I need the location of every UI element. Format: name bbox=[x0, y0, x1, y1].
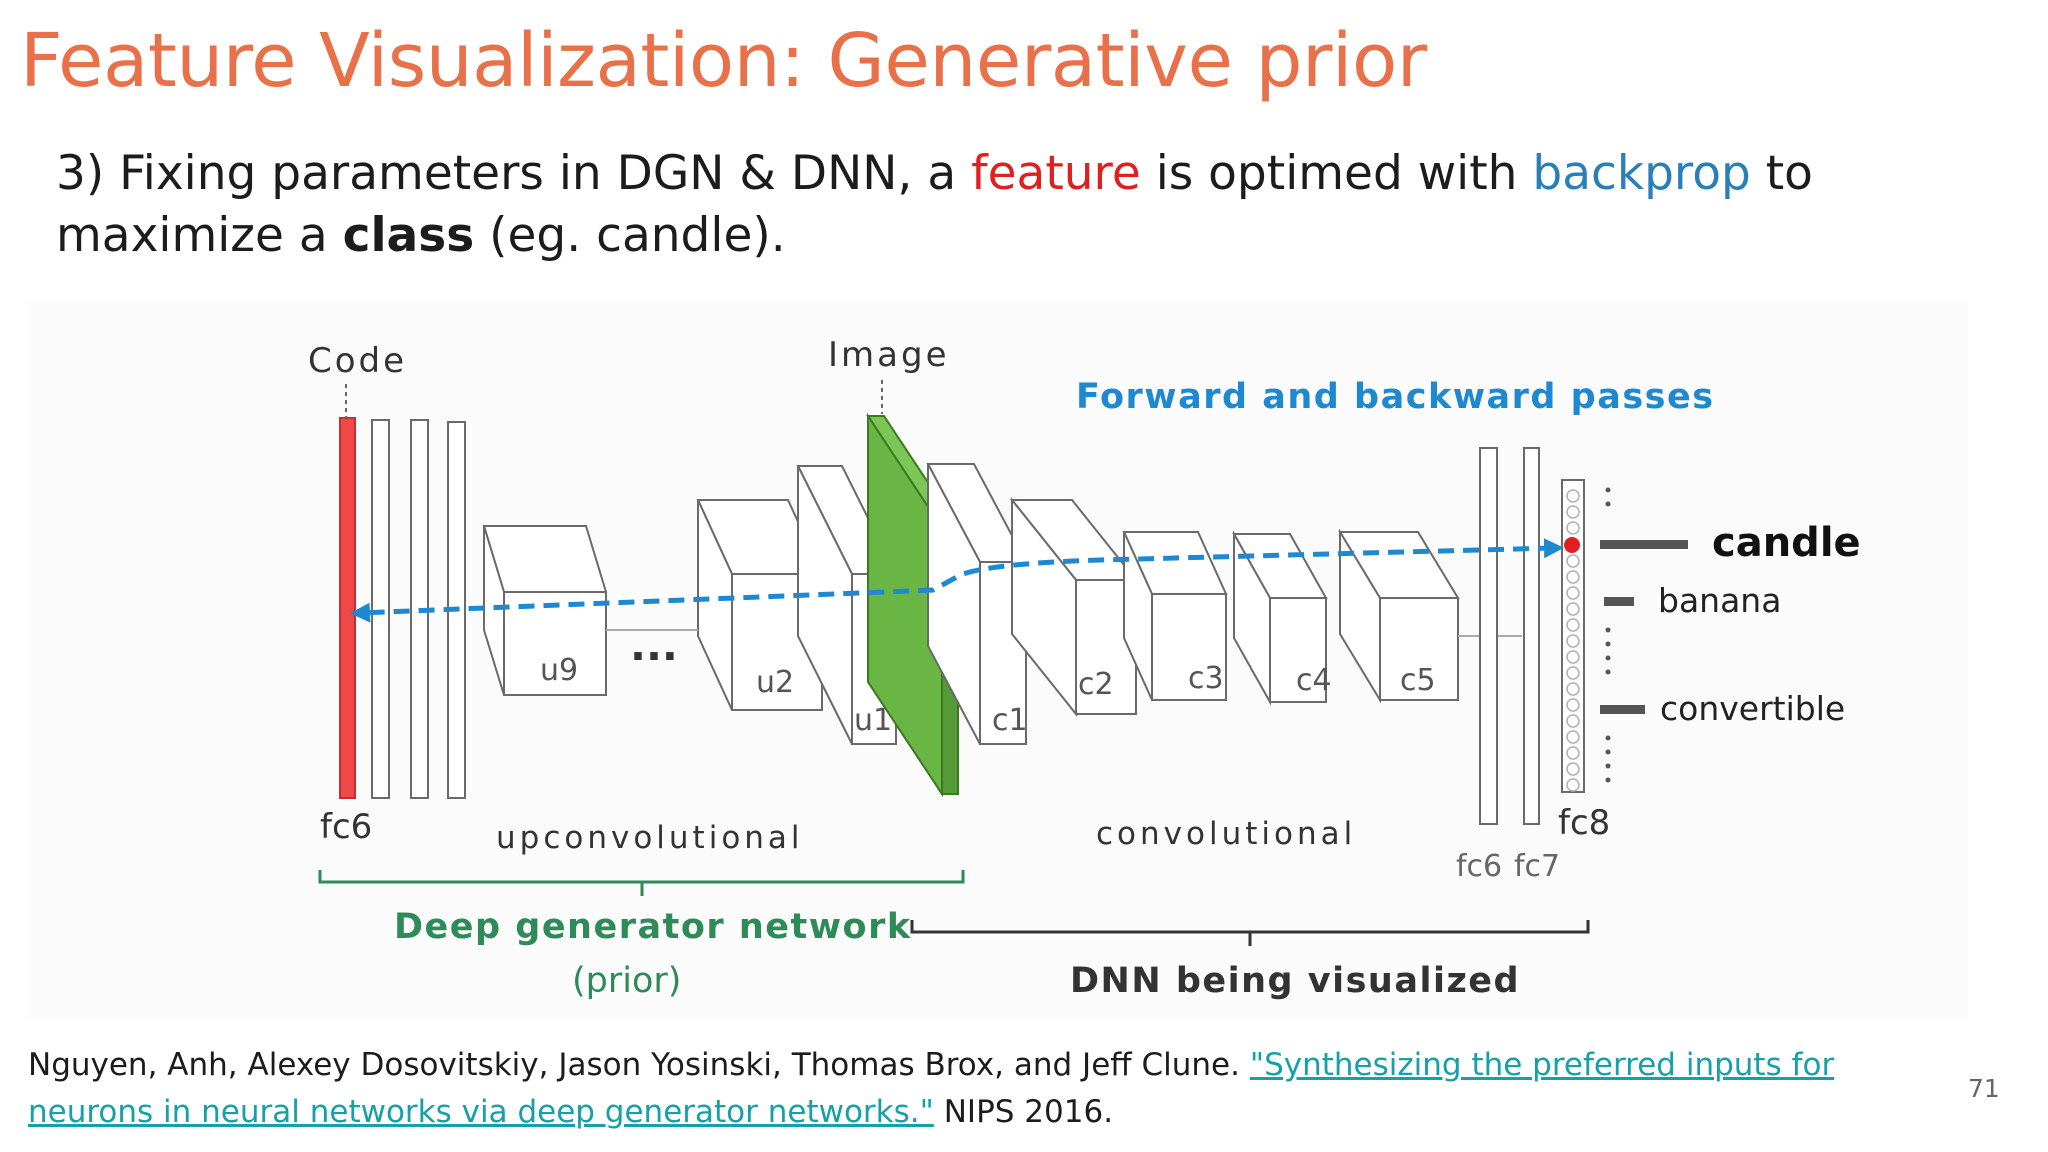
keyword-backprop: backprop bbox=[1532, 146, 1751, 201]
output-bar-banana bbox=[1604, 597, 1634, 606]
fc8-unit bbox=[1566, 618, 1580, 632]
citation-venue: NIPS 2016. bbox=[933, 1094, 1114, 1130]
fc8-unit bbox=[1566, 714, 1580, 728]
forward-backward-arrow bbox=[350, 538, 1564, 623]
body-line2-prefix: maximize a bbox=[56, 208, 343, 263]
fc8-unit bbox=[1566, 650, 1580, 664]
output-bar-candle bbox=[1600, 540, 1688, 549]
fc8-unit bbox=[1566, 521, 1580, 535]
fc8-dots bbox=[1605, 487, 1611, 783]
output-bar-convertible bbox=[1600, 705, 1645, 714]
output-label-convertible: convertible bbox=[1660, 689, 1845, 728]
fc8-unit bbox=[1566, 730, 1580, 744]
fc8-unit bbox=[1566, 505, 1580, 519]
dnn-fc6-label: fc6 bbox=[1456, 849, 1502, 884]
body-line2-suffix: (eg. candle). bbox=[474, 208, 786, 263]
dgn-dnn-diagram: Code Image Forward and backward passes f… bbox=[308, 335, 1861, 1001]
fc8-unit bbox=[1566, 698, 1580, 712]
layer-label-c2: c2 bbox=[1078, 667, 1114, 702]
slide-body-text: 3) Fixing parameters in DGN & DNN, a fea… bbox=[56, 143, 1956, 267]
image-label: Image bbox=[828, 335, 949, 375]
fc8-unit bbox=[1566, 489, 1580, 503]
body-suffix: to bbox=[1750, 146, 1813, 201]
fc8-unit bbox=[1566, 554, 1580, 568]
keyword-feature: feature bbox=[971, 146, 1141, 201]
dgn-bracket bbox=[318, 870, 965, 896]
gen-fc-bar-1 bbox=[371, 419, 390, 799]
layer-ellipsis: ... bbox=[630, 621, 678, 670]
code-vector-bar bbox=[339, 417, 356, 799]
dnn-fc7-bar bbox=[1523, 447, 1540, 825]
layer-label-u2: u2 bbox=[756, 665, 794, 700]
dnn-fc8-bar bbox=[1561, 479, 1585, 793]
dnn-fc7-label: fc7 bbox=[1514, 849, 1560, 884]
layer-label-u1: u1 bbox=[854, 703, 892, 738]
layer-label-c4: c4 bbox=[1296, 663, 1332, 698]
page-number: 71 bbox=[1968, 1074, 2000, 1103]
layer-box-c2 bbox=[1009, 497, 1139, 717]
fc8-unit bbox=[1566, 666, 1580, 680]
layer-label-c3: c3 bbox=[1188, 661, 1224, 696]
fc8-unit bbox=[1566, 634, 1580, 648]
fc8-unit bbox=[1566, 570, 1580, 584]
passes-label: Forward and backward passes bbox=[1076, 377, 1715, 417]
dnn-fc8-label: fc8 bbox=[1558, 803, 1610, 843]
dnn-bracket bbox=[910, 920, 1590, 946]
slide-title: Feature Visualization: Generative prior bbox=[20, 18, 1427, 104]
fc8-unit bbox=[1566, 586, 1580, 600]
layer-box-c5 bbox=[1338, 528, 1460, 704]
dnn-fc6-bar bbox=[1479, 447, 1498, 825]
fc8-unit bbox=[1566, 602, 1580, 616]
citation: Nguyen, Anh, Alexey Dosovitskiy, Jason Y… bbox=[28, 1042, 1888, 1136]
keyword-class: class bbox=[342, 208, 475, 263]
body-mid: is optimed with bbox=[1140, 146, 1533, 201]
layer-label-u9: u9 bbox=[540, 653, 578, 688]
citation-authors: Nguyen, Anh, Alexey Dosovitskiy, Jason Y… bbox=[28, 1047, 1250, 1083]
layer-label-c5: c5 bbox=[1400, 663, 1436, 698]
citation-paper-link[interactable]: "Synthesizing the preferred inputs for n… bbox=[28, 1047, 1835, 1130]
output-label-candle: candle bbox=[1712, 520, 1861, 566]
layer-label-c1: c1 bbox=[992, 703, 1028, 738]
conv-label: convolutional bbox=[1096, 816, 1356, 852]
fc8-unit bbox=[1566, 682, 1580, 696]
fc8-unit bbox=[1566, 762, 1580, 776]
fc8-units bbox=[1566, 489, 1580, 792]
code-label: Code bbox=[308, 341, 407, 381]
gen-fc6-label: fc6 bbox=[320, 807, 372, 847]
dgn-label: Deep generator network bbox=[394, 907, 912, 947]
selected-unit-candle bbox=[1564, 537, 1580, 553]
upconv-label: upconvolutional bbox=[496, 820, 804, 856]
fc8-unit bbox=[1566, 746, 1580, 760]
prior-label: (prior) bbox=[572, 961, 681, 1001]
body-prefix: 3) Fixing parameters in DGN & DNN, a bbox=[56, 146, 972, 201]
output-label-banana: banana bbox=[1658, 581, 1781, 620]
dnn-label: DNN being visualized bbox=[1070, 961, 1520, 1001]
fc8-unit bbox=[1566, 778, 1580, 792]
